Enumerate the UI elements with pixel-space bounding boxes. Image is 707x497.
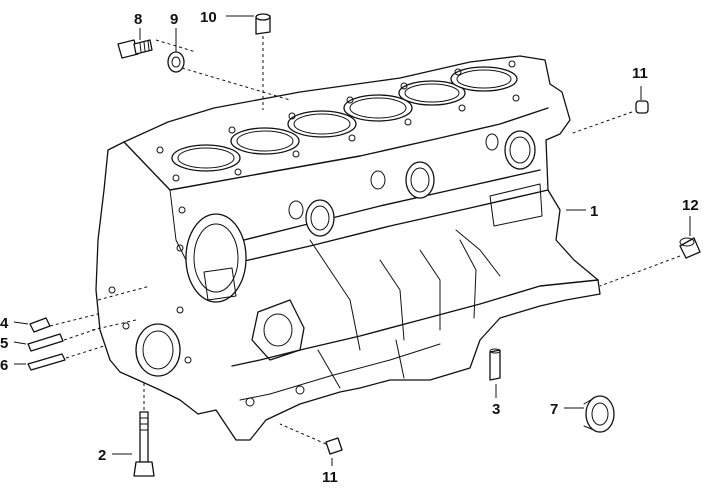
callout-3: 3 bbox=[492, 401, 500, 418]
callout-10: 10 bbox=[200, 9, 217, 26]
plug-4 bbox=[29, 317, 51, 333]
sleeve-10 bbox=[255, 13, 271, 35]
callout-6: 6 bbox=[0, 357, 8, 374]
washer-9 bbox=[167, 51, 185, 73]
cylinder-bores bbox=[171, 66, 518, 172]
callout-1: 1 bbox=[590, 203, 598, 220]
callout-2: 2 bbox=[98, 447, 106, 464]
dowel-11-top bbox=[635, 100, 649, 114]
callout-12: 12 bbox=[682, 197, 699, 214]
callout-5: 5 bbox=[0, 335, 8, 352]
pin-6 bbox=[27, 353, 66, 371]
engine-block bbox=[91, 55, 601, 441]
callout-9: 9 bbox=[170, 11, 178, 28]
bolt-8 bbox=[117, 39, 153, 59]
sleeve-12 bbox=[679, 237, 701, 259]
head-bolt-holes bbox=[156, 60, 520, 182]
seal-7 bbox=[583, 395, 615, 433]
callout-11-bottom: 11 bbox=[322, 469, 338, 486]
callout-7: 7 bbox=[550, 401, 558, 418]
callout-labels: 8 9 10 11 1 12 4 5 6 3 7 2 11 bbox=[0, 9, 699, 486]
callout-11-top: 11 bbox=[632, 65, 648, 82]
callout-4: 4 bbox=[0, 315, 9, 332]
bolt-2 bbox=[133, 411, 155, 477]
pin-5 bbox=[27, 333, 64, 352]
callout-8: 8 bbox=[134, 11, 142, 28]
dowel-11-bottom bbox=[325, 437, 343, 455]
pin-3 bbox=[489, 348, 501, 381]
leader-lines bbox=[13, 15, 691, 466]
